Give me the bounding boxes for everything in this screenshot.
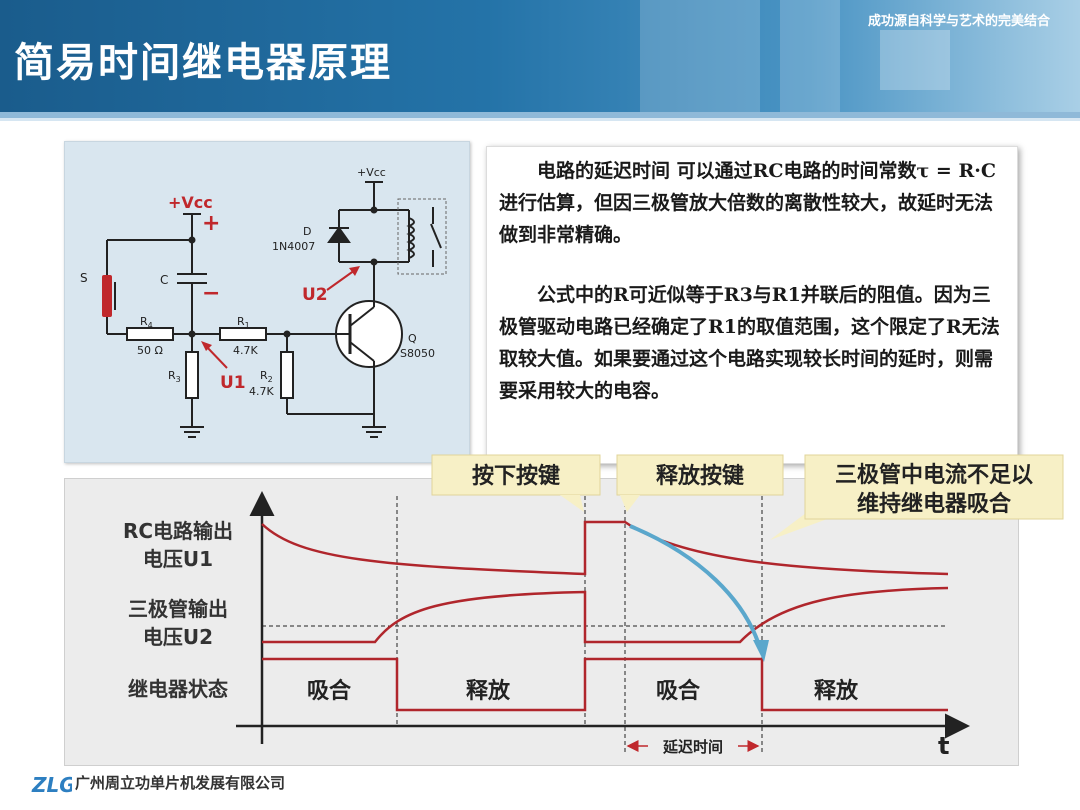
state-label-engaged-1: 吸合 xyxy=(307,678,352,704)
state-label-released-2: 释放 xyxy=(814,678,859,704)
r1-value: 4.7K xyxy=(233,344,258,357)
callout-press-text: 按下按键 xyxy=(472,463,560,489)
svg-text:ZLG: ZLG xyxy=(31,773,72,797)
state-label-engaged-2: 吸合 xyxy=(656,678,701,704)
u1-waveform xyxy=(261,520,949,576)
header-divider xyxy=(0,118,1080,121)
row-label-u1-line1: RC电路输出 xyxy=(123,519,233,543)
company-name: 广州周立功单片机发展有限公司 xyxy=(75,774,286,792)
minus-sign: − xyxy=(202,281,220,306)
r3-label: R3 xyxy=(168,369,181,384)
timing-diagram-panel xyxy=(64,478,1019,766)
vcc-left-label: +Vcc xyxy=(168,193,213,212)
switch-label: S xyxy=(80,271,88,285)
callout-insufficient-current: 三极管中电流不足以 维持继电器吸合 xyxy=(770,454,1064,540)
diode-label: D xyxy=(303,225,311,238)
callout-release-key: 释放按键 xyxy=(616,454,784,512)
r4-value: 50 Ω xyxy=(137,344,163,357)
r2-label: R2 xyxy=(260,369,273,384)
r1-label: R1 xyxy=(237,315,250,330)
row-label-u2-line1: 三极管输出 xyxy=(128,597,228,621)
plus-sign: + xyxy=(202,211,220,236)
circuit-diagram-panel: +Vcc + − S C R4 50 Ω R1 4.7K R3 R2 4.7K … xyxy=(64,141,470,463)
r2-value: 4.7K xyxy=(249,385,274,398)
decay-arrow xyxy=(629,524,762,649)
state-label-released-1: 释放 xyxy=(466,678,511,704)
diode-model: 1N4007 xyxy=(272,240,315,253)
circuit-schematic: +Vcc + − S C R4 50 Ω R1 4.7K R3 R2 4.7K … xyxy=(80,166,447,438)
banner-decoration xyxy=(880,30,950,90)
relay-state-waveform xyxy=(262,657,948,712)
delay-time-label: 延迟时间 xyxy=(662,738,723,756)
explanation-paragraph-1: 电路的延迟时间 可以通过RC电路的时间常数τ = R·C进行估算，但因三极管放大… xyxy=(499,160,996,246)
zlg-logo: ZLG xyxy=(31,773,72,797)
page-title: 简易时间继电器原理 xyxy=(14,40,392,86)
header-banner: 简易时间继电器原理 成功源自科学与艺术的完美结合 xyxy=(0,0,1080,112)
callout-release-text: 释放按键 xyxy=(656,463,744,489)
explanation-paragraph-2: 公式中的R可近似等于R3与R1并联后的阻值。因为三极管驱动电路已经确定了R1的取… xyxy=(499,284,1000,402)
r4-label: R4 xyxy=(140,315,153,330)
u2-waveform xyxy=(262,586,949,644)
u2-label: U2 xyxy=(302,285,328,305)
callout-press-key: 按下按键 xyxy=(431,454,601,512)
header-divider xyxy=(0,112,1080,118)
callout-current-line2: 维持继电器吸合 xyxy=(857,491,1012,517)
vcc-right-label: +Vcc xyxy=(357,166,386,179)
transistor-model: S8050 xyxy=(400,347,435,360)
explanation-panel: 电路的延迟时间 可以通过RC电路的时间常数τ = R·C进行估算，但因三极管放大… xyxy=(486,146,1018,464)
slogan: 成功源自科学与艺术的完美结合 xyxy=(867,14,1050,29)
transistor-label: Q xyxy=(408,332,417,345)
banner-decoration xyxy=(640,0,760,112)
row-label-relay: 继电器状态 xyxy=(128,677,228,701)
banner-decoration xyxy=(780,0,840,112)
row-label-u2-line2: 电压U2 xyxy=(143,625,213,649)
row-label-u1-line2: 电压U1 xyxy=(143,547,213,571)
callout-current-line1: 三极管中电流不足以 xyxy=(835,462,1033,488)
u1-label: U1 xyxy=(220,373,246,393)
footer: ZLG 广州周立功单片机发展有限公司 xyxy=(30,768,430,798)
capacitor-label: C xyxy=(160,273,168,287)
time-axis-label: t xyxy=(938,732,949,760)
